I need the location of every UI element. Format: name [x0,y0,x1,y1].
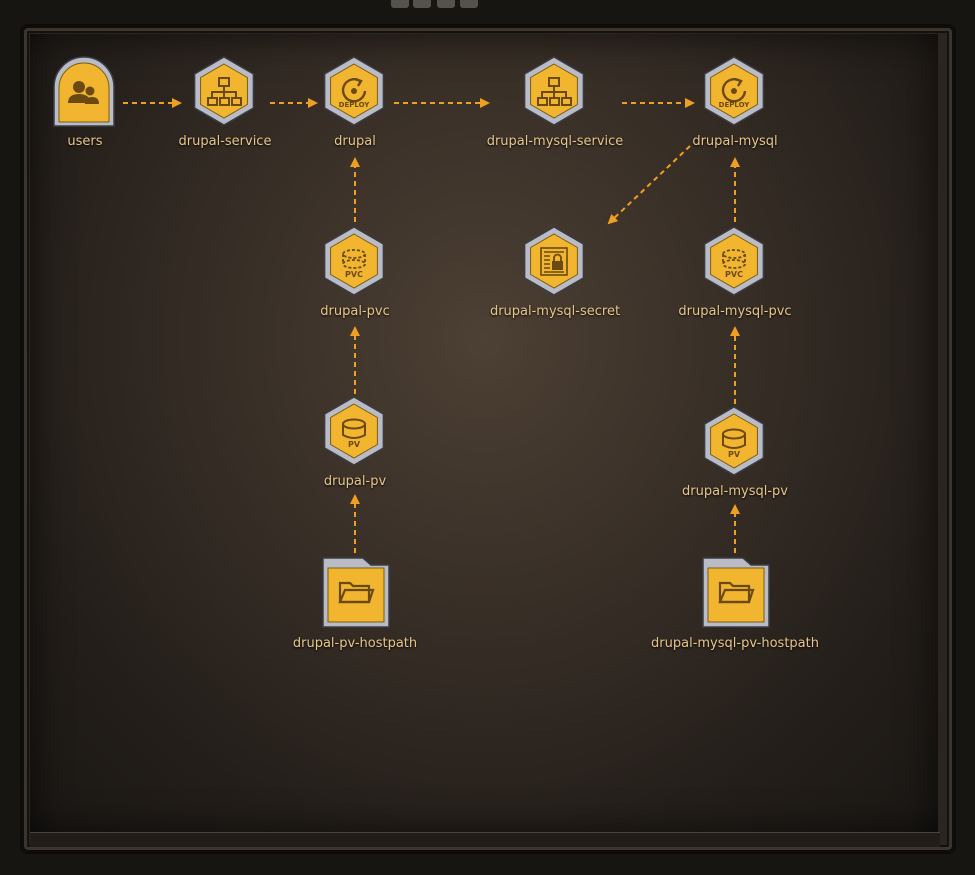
svg-text:PV: PV [348,440,361,449]
node-drupal-mysql[interactable]: DEPLOY drupal-mysql [655,56,815,149]
node-drupal-mysql-pvc[interactable]: PVC drupal-mysql-pvc [655,226,815,319]
node-label: users [67,134,103,149]
node-drupal-pv[interactable]: PV drupal-pv [275,396,435,489]
node-label: drupal-service [178,134,272,149]
node-drupal[interactable]: DEPLOY drupal [275,56,435,149]
node-label: drupal-pv-hostpath [292,636,418,651]
window-tab[interactable] [437,0,455,8]
node-label: drupal-pvc [320,304,390,319]
users-icon [53,56,115,127]
svg-text:PVC: PVC [345,270,363,279]
node-label: drupal-mysql-secret [489,304,621,319]
frame-bottom-edge [30,832,940,847]
window-tab[interactable] [460,0,478,8]
node-label: drupal-pv [323,474,387,489]
deploy-icon: DEPLOY [323,56,385,126]
window-tab[interactable] [413,0,431,8]
node-label: drupal-mysql-pv-hostpath [651,636,819,651]
svg-text:DEPLOY: DEPLOY [339,101,371,109]
window-tab[interactable] [391,0,409,8]
secret-lock-icon [523,226,585,296]
service-network-icon [523,56,585,126]
pvc-icon: PVC [323,226,385,296]
svg-text:PVC: PVC [725,270,743,279]
node-label: drupal-mysql [692,134,778,149]
node-drupal-pvc[interactable]: PVC drupal-pvc [275,226,435,319]
node-drupal-pv-hostpath[interactable]: drupal-pv-hostpath [275,554,435,651]
folder-icon [702,557,770,628]
node-drupal-mysql-pv[interactable]: PV drupal-mysql-pv [655,406,815,499]
pv-disk-icon: PV [323,396,385,466]
node-label: drupal-mysql-pvc [678,304,792,319]
diagram-canvas [30,34,938,834]
node-label: drupal-mysql-service [486,134,624,149]
link-drupal-mysql-to-drupal-mysql-secret [607,145,691,225]
node-label: drupal-mysql-pv [682,484,788,499]
node-drupal-service[interactable]: drupal-service [145,56,305,149]
svg-text:PV: PV [728,450,741,459]
service-network-icon [193,56,255,126]
node-drupal-mysql-pv-hostpath[interactable]: drupal-mysql-pv-hostpath [651,554,819,651]
deploy-icon: DEPLOY [703,56,765,126]
node-drupal-mysql-secret[interactable]: drupal-mysql-secret [475,226,635,319]
node-drupal-mysql-service[interactable]: drupal-mysql-service [475,56,635,149]
svg-text:DEPLOY: DEPLOY [719,101,751,109]
node-users[interactable]: users [5,56,165,149]
pv-disk-icon: PV [703,406,765,476]
pvc-icon: PVC [703,226,765,296]
folder-icon [322,557,390,628]
node-label: drupal [334,134,376,149]
